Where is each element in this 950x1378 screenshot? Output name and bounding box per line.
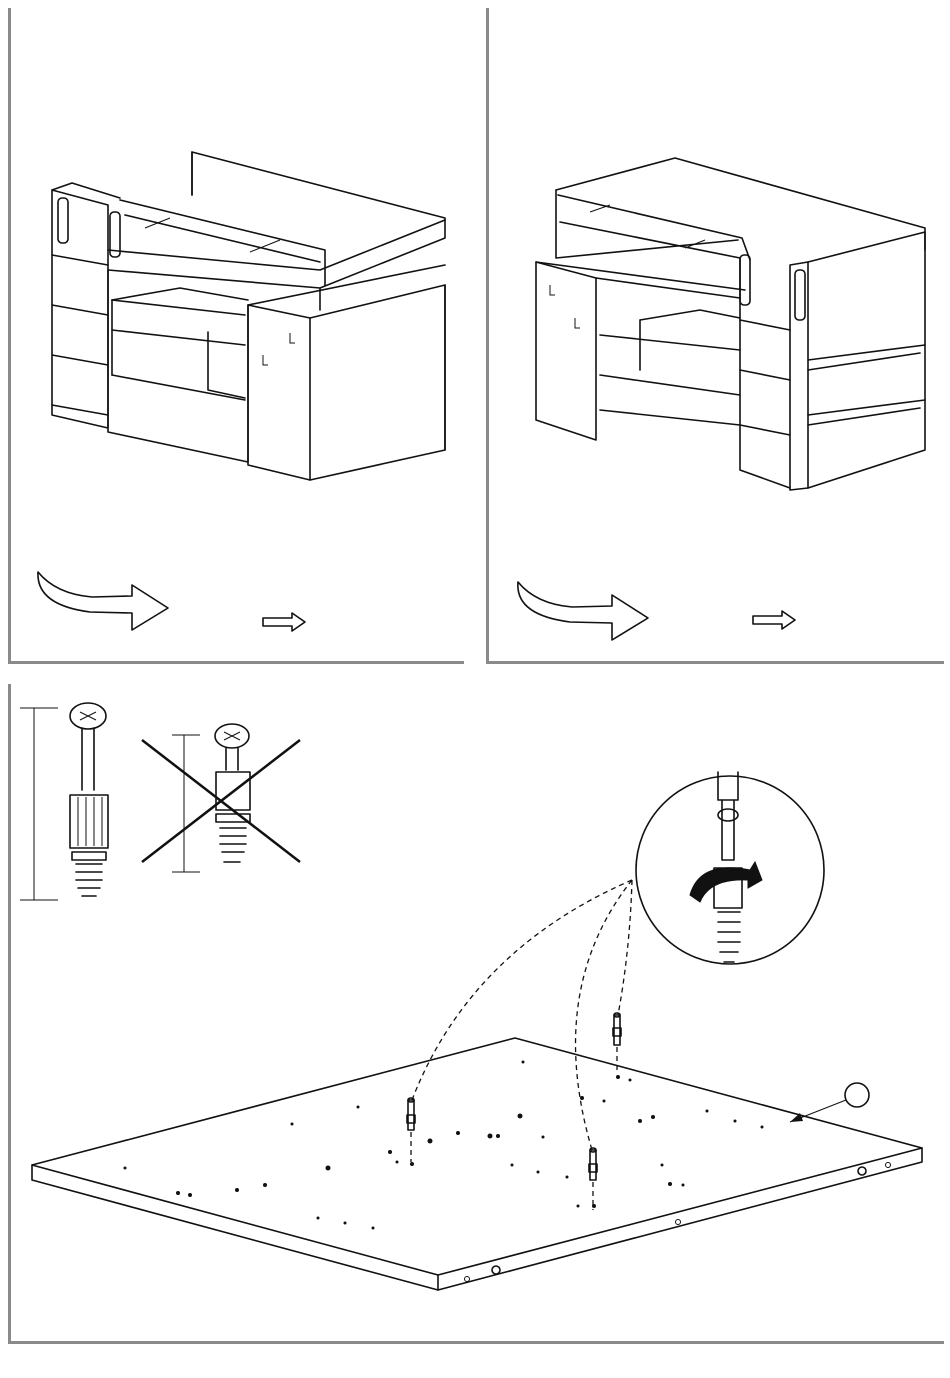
cam-bolt-wrong-icon xyxy=(142,724,300,872)
board-panel xyxy=(32,1038,922,1290)
right-arrow-icon xyxy=(753,611,795,629)
loft-bed-left-illustration xyxy=(52,152,445,480)
curved-rotate-arrow-icon xyxy=(38,572,168,630)
cam-bolt-inserted xyxy=(613,1013,621,1072)
screwdriver-detail-icon xyxy=(636,772,824,964)
panel-holes xyxy=(124,1061,764,1230)
curved-rotate-arrow-icon xyxy=(518,582,648,640)
loft-bed-right-illustration xyxy=(536,158,925,490)
cam-bolt-inserted xyxy=(407,1098,415,1162)
right-arrow-icon xyxy=(263,613,305,631)
cam-bolt-inserted xyxy=(589,1148,597,1210)
cam-bolt-correct-icon xyxy=(70,703,108,896)
